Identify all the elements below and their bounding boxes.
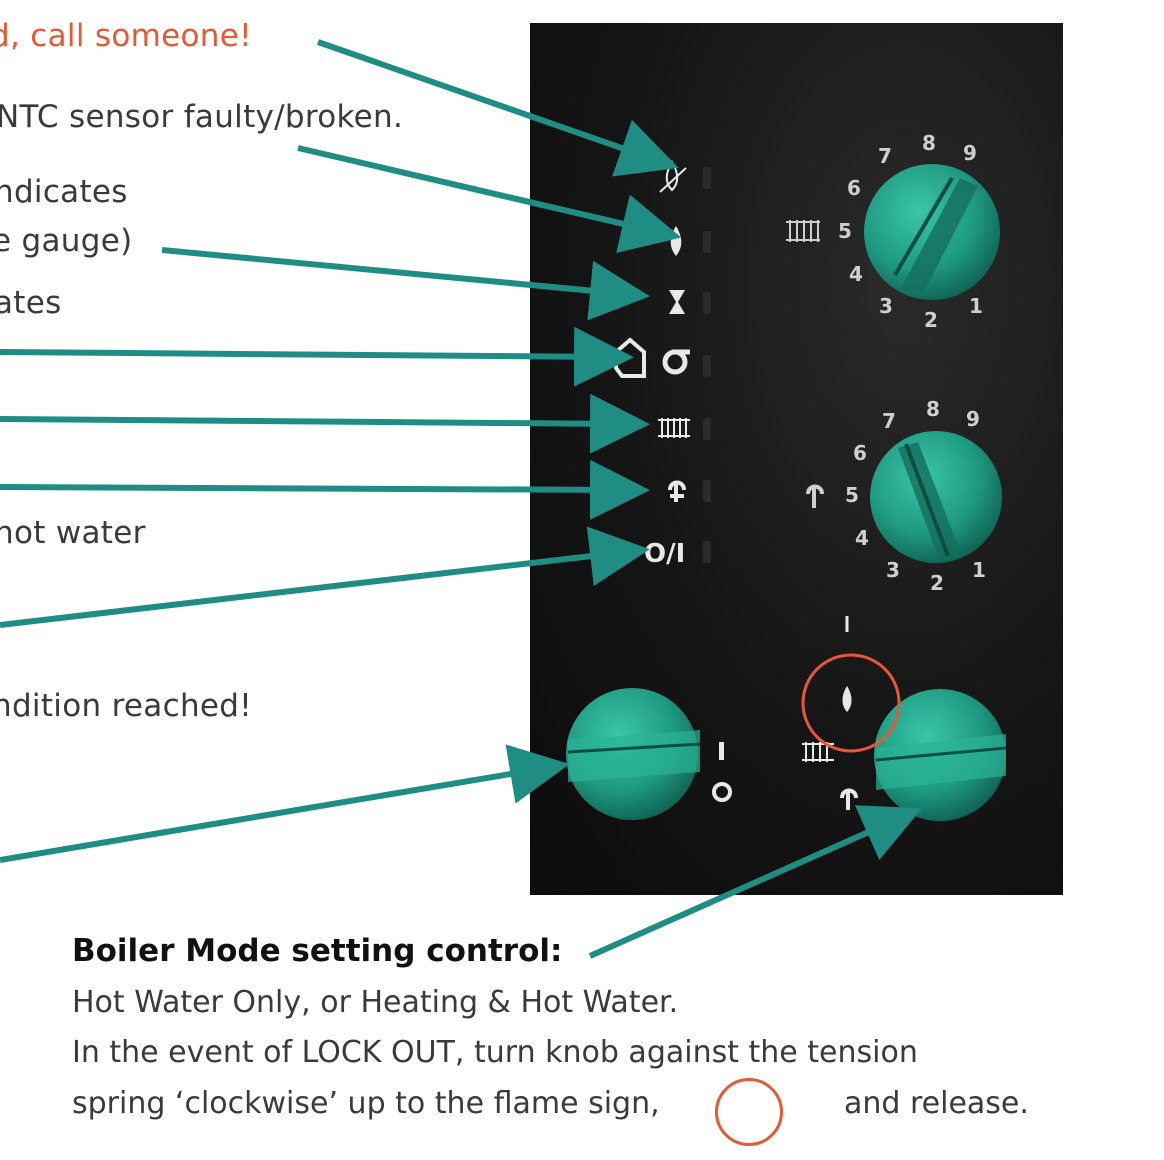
svg-text:1: 1	[972, 558, 986, 582]
note-gauge: e gauge)	[0, 223, 133, 259]
arrow-hourglass	[161, 247, 650, 321]
mode-control-title: Boiler Mode setting control:	[72, 933, 563, 969]
svg-text:6: 6	[853, 441, 867, 465]
mode-control-line3b: and release.	[844, 1086, 1029, 1121]
flame-off-icon	[659, 160, 687, 193]
arrow-switch-knob	[0, 744, 570, 863]
svg-text:4: 4	[849, 262, 863, 286]
tap-icon	[668, 480, 686, 502]
svg-text:5: 5	[845, 483, 859, 507]
flame-icon	[670, 226, 682, 256]
svg-text:4: 4	[855, 526, 869, 550]
svg-text:2: 2	[924, 308, 938, 332]
arrow-tap	[0, 459, 650, 520]
arrow-mode-knob	[588, 805, 922, 959]
svg-text:1: 1	[969, 294, 983, 318]
chimney-sweep-icon	[614, 337, 690, 378]
mode-control-line3a: spring ‘clockwise’ up to the flame sign,	[72, 1086, 660, 1121]
hourglass-icon	[669, 290, 685, 314]
flame-highlight-ring	[801, 653, 901, 753]
svg-text:7: 7	[882, 409, 896, 433]
mode-control-line2: In the event of LOCK OUT, turn knob agai…	[72, 1035, 918, 1070]
radiator-icon	[658, 418, 690, 438]
svg-text:7: 7	[878, 144, 892, 168]
note-ntc-sensor: NTC sensor faulty/broken.	[0, 99, 404, 135]
svg-text:2: 2	[930, 571, 944, 595]
on-off-label: O/I	[644, 539, 685, 569]
arrow-radiator	[0, 393, 650, 454]
note-condition-reached: ndition reached!	[0, 688, 252, 724]
knob1-scale: 1 2 3 4 5 6 7 8 9	[838, 131, 983, 332]
mode-control-line1: Hot Water Only, or Heating & Hot Water.	[72, 985, 679, 1020]
heating-temperature-knob[interactable]	[864, 164, 1000, 300]
tap-icon	[806, 484, 824, 508]
mode-symbols	[802, 616, 858, 810]
svg-text:3: 3	[879, 294, 893, 318]
on-off-switch-knob[interactable]	[566, 688, 701, 820]
indicator-leds	[703, 167, 711, 563]
note-hot-water: hot water	[0, 515, 146, 551]
arrow-on-off	[0, 526, 650, 628]
svg-text:5: 5	[838, 219, 852, 243]
svg-text:6: 6	[847, 176, 861, 200]
boiler-mode-knob[interactable]	[874, 689, 1007, 821]
radiator-icon	[786, 220, 820, 242]
switch-labels	[712, 742, 732, 802]
arrow-flame	[297, 145, 682, 254]
svg-text:3: 3	[886, 558, 900, 582]
svg-text:9: 9	[963, 141, 977, 165]
flame-sign-ring	[715, 1078, 783, 1146]
arrow-chimney-sweep	[0, 326, 634, 387]
note-ates: ates	[0, 285, 62, 321]
svg-text:9: 9	[966, 407, 980, 431]
knob2-scale: 1 2 3 4 5 6 7 8 9	[845, 397, 986, 595]
svg-text:8: 8	[926, 397, 940, 421]
arrow-flame-off	[317, 39, 679, 177]
svg-text:8: 8	[922, 131, 936, 155]
hot-water-temperature-knob[interactable]	[870, 431, 1002, 563]
note-call-someone: d, call someone!	[0, 18, 252, 54]
note-indicates: ndicates	[0, 174, 128, 210]
